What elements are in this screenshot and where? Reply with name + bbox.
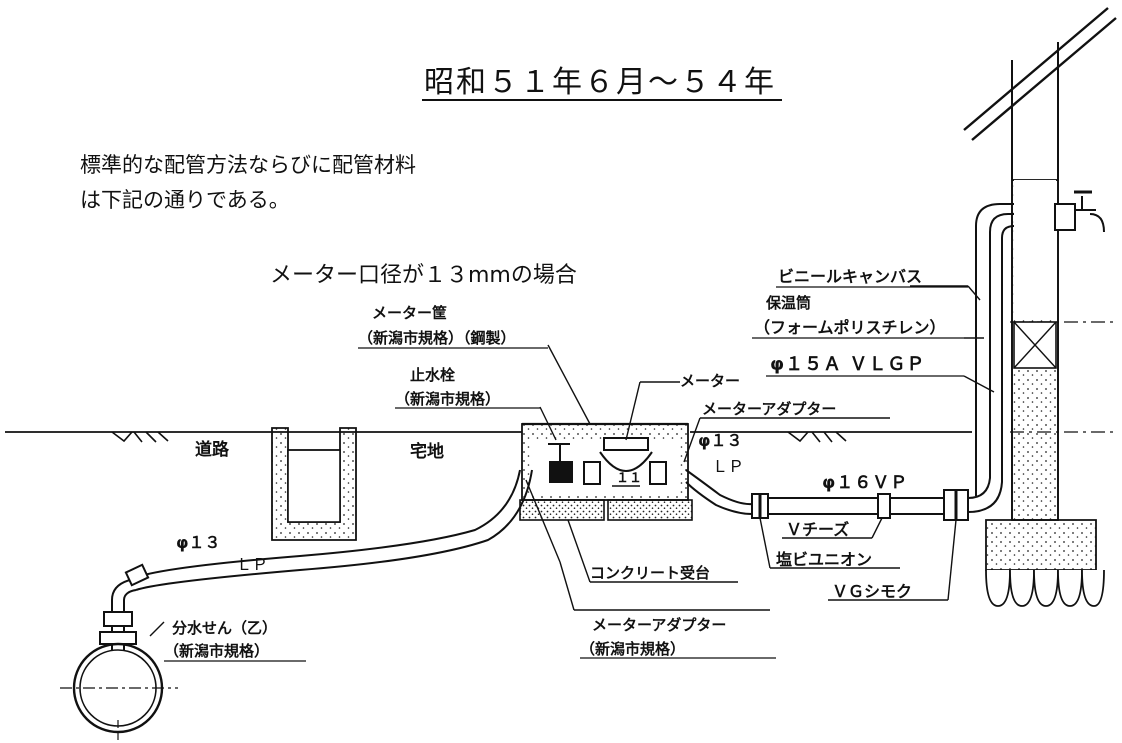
- vinyl-canvas-label: ビニールキャンバス: [778, 267, 922, 286]
- meter-box-label-1: メーター筐: [372, 304, 447, 322]
- vlgp-label: φ１５Ａ ＶＬＧＰ: [770, 354, 925, 375]
- meter-label: メーター: [680, 372, 740, 390]
- v-cheese-icon: [877, 493, 891, 519]
- concrete-base-left: [519, 499, 605, 521]
- riser-pipe: [967, 203, 1055, 513]
- vp-pipe: [767, 497, 949, 515]
- faucet-icon: [1054, 190, 1105, 233]
- lot-label: 宅地: [410, 441, 444, 462]
- stop-valve-icon: [548, 443, 573, 483]
- lp-pipe-right: [685, 469, 753, 515]
- pipe-13lp-left-label-2: ＬＰ: [236, 555, 268, 574]
- meter-adapter-bottom-label-1: メーターアダプター: [592, 616, 726, 634]
- intro-line-1: 標準的な配管方法ならびに配管材料: [80, 153, 416, 177]
- main-pipe-icon: [60, 642, 178, 743]
- case-subtitle: メーター口径が１３mmの場合: [270, 263, 577, 288]
- insulation-label-2: （フォームポリスチレン）: [754, 318, 946, 337]
- intro-line-2: は下記の通りである。: [80, 188, 290, 212]
- branch-valve-label-2: （新潟市規格）: [164, 642, 269, 660]
- wooden-post: [1011, 179, 1059, 521]
- meter-icon: [583, 437, 667, 485]
- post-upper-frame: [1011, 42, 1059, 180]
- road-gutter: [271, 427, 357, 541]
- stop-valve-label-2: （新潟市規格）: [395, 390, 500, 408]
- branch-valve-icon: [99, 611, 137, 645]
- lp-coupling: [124, 563, 150, 587]
- concrete-base-label: コンクリート受台: [590, 564, 710, 582]
- diagram-title: 昭和５１年６月～５４年: [424, 65, 776, 100]
- roof-beam: [963, 7, 1117, 141]
- meter-digits: １１: [616, 471, 642, 486]
- insulation-label-1: 保温筒: [765, 294, 811, 312]
- leader-lines: [149, 285, 995, 637]
- ground-hatch-right: [787, 431, 847, 443]
- vg-socket-label: ＶＧシモク: [832, 582, 912, 601]
- v-cheese-label: Ｖチーズ: [786, 520, 849, 539]
- road-label: 道路: [195, 439, 230, 460]
- pipe-13lp-right-label-1: φ１３: [698, 431, 743, 450]
- stop-valve-label-1: 止水栓: [410, 366, 455, 384]
- pipe-13lp-left-label-1: φ１３: [176, 533, 221, 552]
- concrete-base-right: [607, 499, 693, 521]
- foundation: [985, 519, 1105, 607]
- lp-pipe-left: [129, 469, 533, 591]
- ground-hatch-left: [111, 431, 169, 443]
- branch-valve-label-1: 分水せん（乙）: [172, 619, 277, 637]
- pipe-13lp-right-label-2: ＬＰ: [712, 457, 744, 476]
- salt-union-label: 塩ビユニオン: [776, 550, 872, 569]
- meter-box-label-2: （新潟市規格）（鋼製）: [358, 329, 516, 347]
- meter-adapter-bottom-label-2: （新潟市規格）: [580, 640, 685, 658]
- meter-adapter-top-label: メーターアダプター: [702, 400, 836, 418]
- vp16-label: φ１６ＶＰ: [822, 473, 908, 493]
